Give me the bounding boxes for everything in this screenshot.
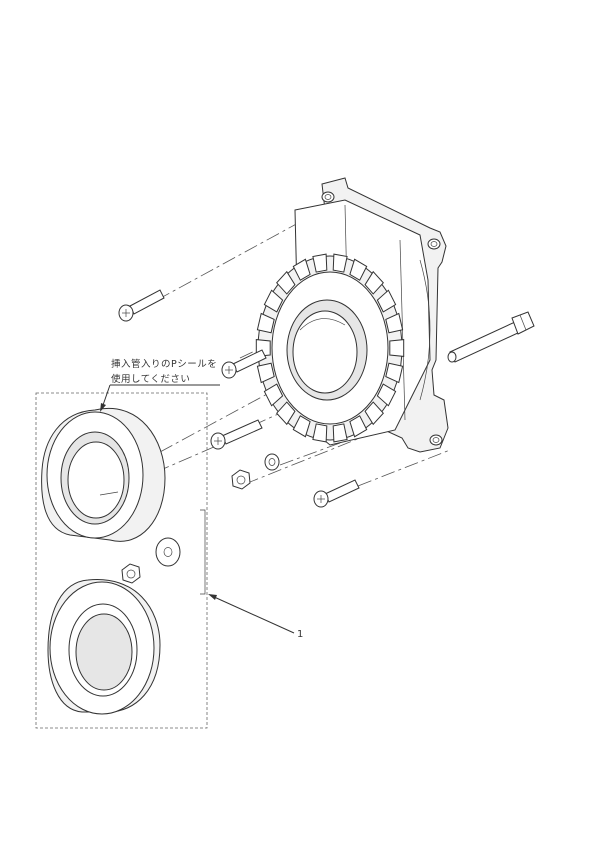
note-text-line-2: 使用してください: [111, 374, 191, 385]
flange-hole-bottom: [429, 434, 443, 446]
ring-fin: [364, 401, 384, 426]
oil-seal: [41, 408, 166, 542]
note-leader: [100, 384, 220, 412]
ring-fin: [292, 415, 311, 438]
screw-top: [118, 289, 165, 322]
washer-upper: [264, 453, 280, 471]
kit-bracket: [200, 509, 206, 595]
ring-fin: [276, 270, 296, 295]
ring-fin: [263, 289, 284, 313]
spacer-ring: [47, 579, 161, 715]
screw-lower: [210, 419, 263, 450]
ring-fin: [376, 289, 397, 313]
ring-fin: [312, 253, 328, 273]
note-text-line-1: 挿入管入りのPシールを: [111, 359, 218, 370]
screw-bottom: [313, 479, 360, 508]
long-bolt: [447, 311, 535, 363]
nut-kit: [121, 563, 141, 584]
ring-fin: [385, 312, 404, 334]
ring-fin: [389, 339, 405, 357]
ring-fin: [256, 312, 275, 334]
screw-mid: [221, 349, 267, 379]
washer-kit: [155, 537, 181, 567]
ring-fin: [276, 401, 296, 426]
ring-fin: [263, 383, 284, 407]
callout-leader: [208, 594, 295, 634]
ring-fin: [364, 270, 384, 295]
ring-fin: [332, 253, 348, 273]
ring-fin: [332, 423, 348, 443]
ring-fin: [376, 383, 397, 407]
ring-fin: [256, 362, 275, 384]
nut-upper: [231, 469, 251, 490]
flange-hole-top: [321, 191, 335, 203]
ring-fin: [385, 362, 404, 384]
finned-ring: [255, 253, 405, 443]
ring-fin: [349, 258, 368, 281]
flange-hole-right: [427, 238, 441, 250]
callout-part-number: 1: [297, 629, 304, 640]
ring-fin: [349, 415, 368, 438]
kit-box: [35, 392, 208, 729]
ring-fin: [312, 423, 328, 443]
ring-fin: [292, 258, 311, 281]
